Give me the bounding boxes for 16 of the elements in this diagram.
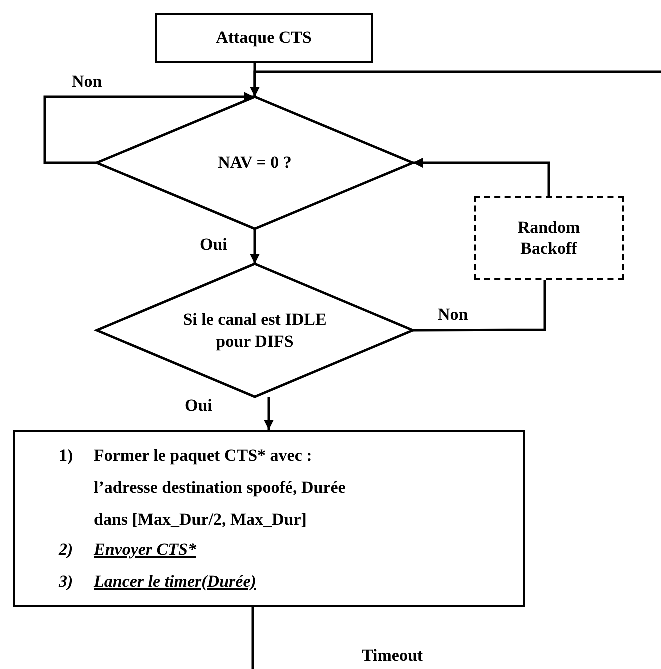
list-item: 3) Lancer le timer(Durée) — [59, 571, 256, 593]
list-item: 2) Envoyer CTS* — [59, 539, 196, 561]
list-item: 1) Former le paquet CTS* avec : l’adresse destination spoofé, Durée dans [Max_Dur/2, Max_Dur] — [59, 445, 347, 531]
dashed-process-box — [474, 196, 624, 280]
node-label: NAV = 0 ? — [217, 152, 293, 174]
arrow — [250, 229, 260, 264]
process-box — [13, 430, 525, 607]
arrow — [44, 92, 254, 164]
node-label: Random Backoff — [516, 216, 582, 260]
decision-diamond — [97, 97, 413, 229]
node-label: Attaque CTS — [215, 27, 313, 49]
process-box — [155, 13, 373, 63]
arrow — [413, 158, 550, 196]
node-label: Si le canal est IDLE pour DIFS — [182, 309, 328, 352]
arrow — [250, 70, 661, 97]
arrow — [264, 397, 274, 430]
